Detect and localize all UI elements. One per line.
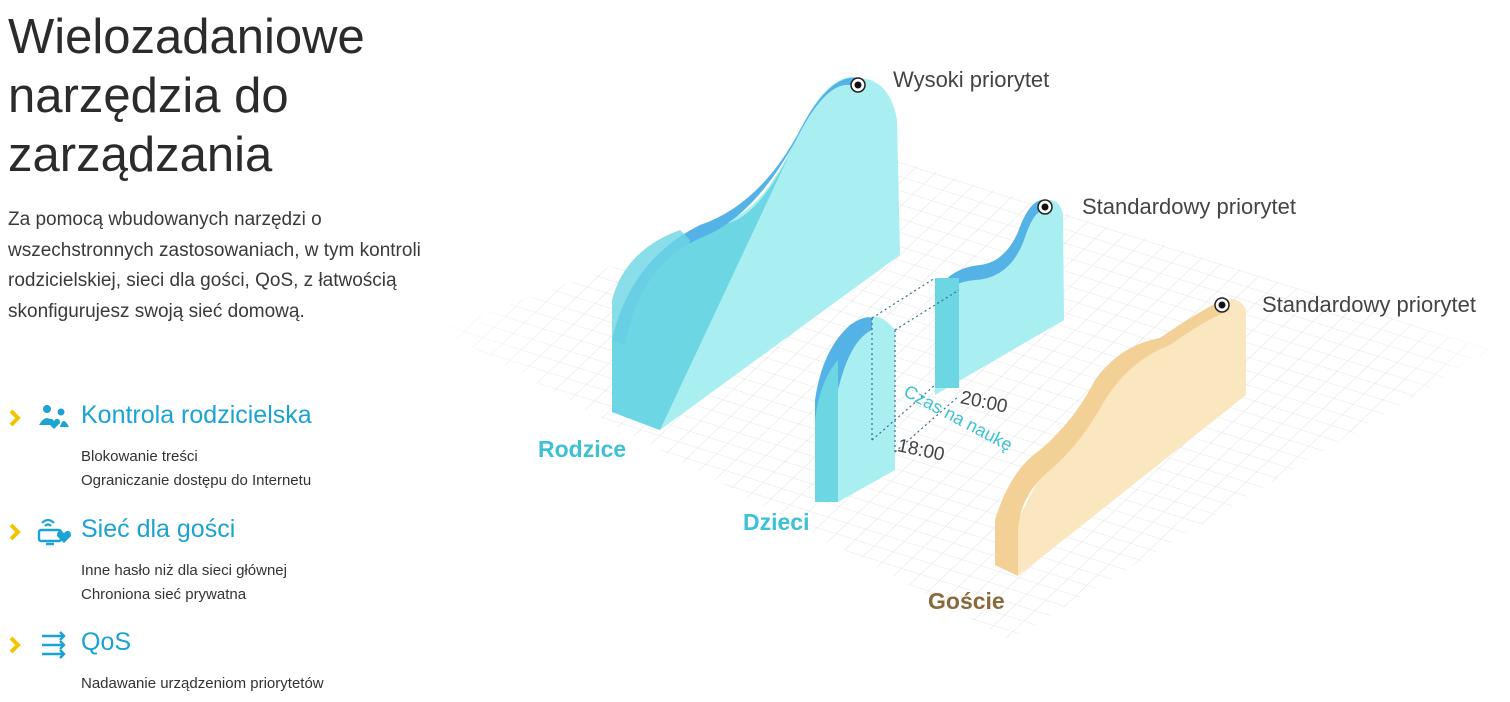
feature-title: QoS (81, 628, 132, 656)
feature-detail: Nadawanie urządzeniom priorytetów (81, 675, 324, 692)
feature-detail: Ograniczanie dostępu do Internetu (81, 472, 312, 489)
guest-network-icon (37, 518, 71, 546)
kids-wave-front (815, 316, 895, 502)
feature-detail: Chroniona sieć prywatna (81, 586, 247, 603)
guests-wave (995, 299, 1246, 576)
page-title: Wielozadaniowe narzędzia do zarządzania (8, 10, 365, 182)
chevron-right-icon (9, 409, 21, 427)
qos-icon (42, 631, 66, 659)
parental-control-icon (39, 405, 69, 429)
feature-title: Kontrola rodzicielska (81, 401, 312, 429)
group-label-kids: Dzieci (743, 509, 810, 535)
feature-detail: Blokowanie treści (81, 448, 198, 465)
study-time-connector (871, 277, 960, 453)
feature-detail: Inne hasło niż dla sieci głównej (81, 562, 287, 579)
priority-label-guests: Standardowy priorytet (1262, 292, 1476, 317)
priority-marker-kids (1037, 199, 1053, 215)
priority-marker-guests (1214, 297, 1230, 313)
priority-label-high: Wysoki priorytet (893, 67, 1050, 92)
priority-label-kids: Standardowy priorytet (1082, 194, 1296, 219)
priority-marker-high (850, 77, 866, 93)
priority-illustration (440, 77, 1490, 640)
chevron-right-icon (9, 523, 21, 541)
kids-wave-back (935, 199, 1064, 395)
group-label-guests: Goście (928, 588, 1005, 614)
chevron-right-icon (9, 636, 21, 654)
group-label-parents: Rodzice (538, 436, 627, 462)
parents-wave (612, 77, 900, 430)
intro-text: Za pomocą wbudowanych narzędzi o wszechs… (8, 209, 421, 322)
feature-title: Sieć dla gości (81, 515, 236, 543)
